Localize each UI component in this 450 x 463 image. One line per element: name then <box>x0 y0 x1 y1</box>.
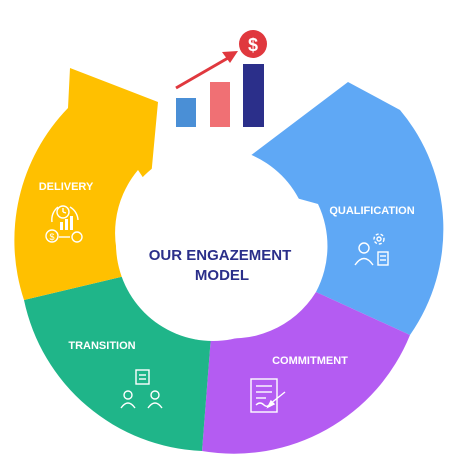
team-settings-icon <box>354 233 389 266</box>
commitment-segment <box>202 292 410 454</box>
dollar-badge <box>239 30 267 58</box>
transition-segment <box>24 276 211 451</box>
dollar-badge-symbol: $ <box>248 35 258 55</box>
growth-bar-1 <box>176 98 196 127</box>
center-title-line1: OUR ENGAZEMENT <box>149 247 292 264</box>
delivery-label: DELIVERY <box>39 181 94 193</box>
transition-label: TRANSITION <box>68 340 135 352</box>
svg-text:$: $ <box>49 232 54 242</box>
commitment-label: COMMITMENT <box>272 355 348 367</box>
center-circle <box>116 147 310 341</box>
growth-bar-3 <box>243 64 264 127</box>
center-title-line2: MODEL <box>195 267 249 284</box>
growth-arrow <box>175 56 229 90</box>
money-cycle-chart-icon: $ <box>45 205 83 243</box>
contract-signing-icon <box>250 378 286 413</box>
growth-arrow-head <box>222 51 238 63</box>
people-transfer-icon <box>120 369 163 409</box>
growth-bar-2 <box>210 82 230 127</box>
qualification-segment <box>250 82 444 335</box>
growth-chart-icon: $ <box>175 30 267 127</box>
qualification-label: QUALIFICATION <box>329 205 414 217</box>
